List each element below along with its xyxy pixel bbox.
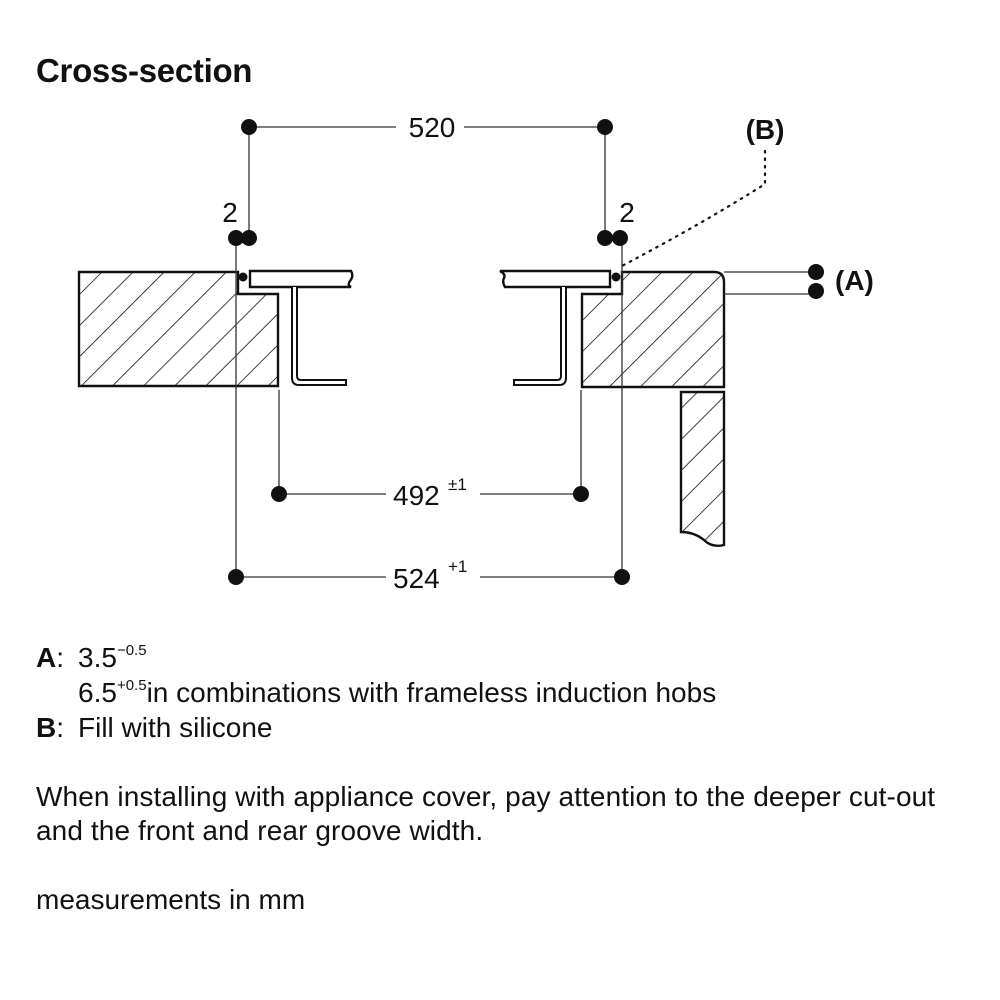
legend-tolerance: +0.5 (116, 677, 147, 694)
callout-a-label: (A) (835, 265, 874, 296)
right-bracket (513, 287, 567, 386)
right-worktop (580, 270, 726, 389)
callout-b-label: (B) (746, 114, 785, 145)
legend-tolerance: −0.5 (116, 642, 147, 659)
legend-item-a-alt: 6.5+0.5in combinations with frameless in… (36, 675, 716, 710)
cabinet-side-panel (679, 390, 726, 548)
dim-2-right-label: 2 (619, 197, 635, 228)
left-silicone-dot (238, 272, 248, 282)
legend-key: B (36, 712, 57, 743)
left-bracket (291, 287, 347, 386)
legend-value: 6.5 (78, 677, 117, 708)
left-worktop (77, 270, 280, 388)
dim-520-label: 520 (409, 112, 456, 143)
dim-524-label: 524 (393, 563, 440, 594)
dim-524-tolerance: +1 (448, 557, 467, 576)
page-title: Cross-section (36, 52, 253, 89)
cross-section-diagram: 520 2 2 492 ±1 524 +1 (B) (A) (77, 112, 874, 594)
dim-492-label: 492 (393, 480, 440, 511)
right-hob-edge (499, 269, 612, 289)
left-hob-edge (248, 269, 354, 289)
dim-2-left-label: 2 (222, 197, 238, 228)
right-silicone-dot (611, 272, 621, 282)
installation-note: When installing with appliance cover, pa… (36, 781, 936, 846)
legend-key: A (36, 642, 57, 673)
legend-suffix: in combinations with frameless induction… (146, 677, 717, 708)
b-leader-line (616, 149, 767, 270)
units-note: measurements in mm (36, 884, 306, 915)
legend-value: 3.5 (78, 642, 117, 673)
legend: A: 3.5−0.5 6.5+0.5in combinations with f… (36, 640, 716, 745)
legend-item-a: A: 3.5−0.5 (36, 642, 147, 673)
legend-value: Fill with silicone (78, 712, 273, 743)
dim-492-tolerance: ±1 (448, 475, 467, 494)
legend-item-b: B: Fill with silicone (36, 712, 273, 743)
